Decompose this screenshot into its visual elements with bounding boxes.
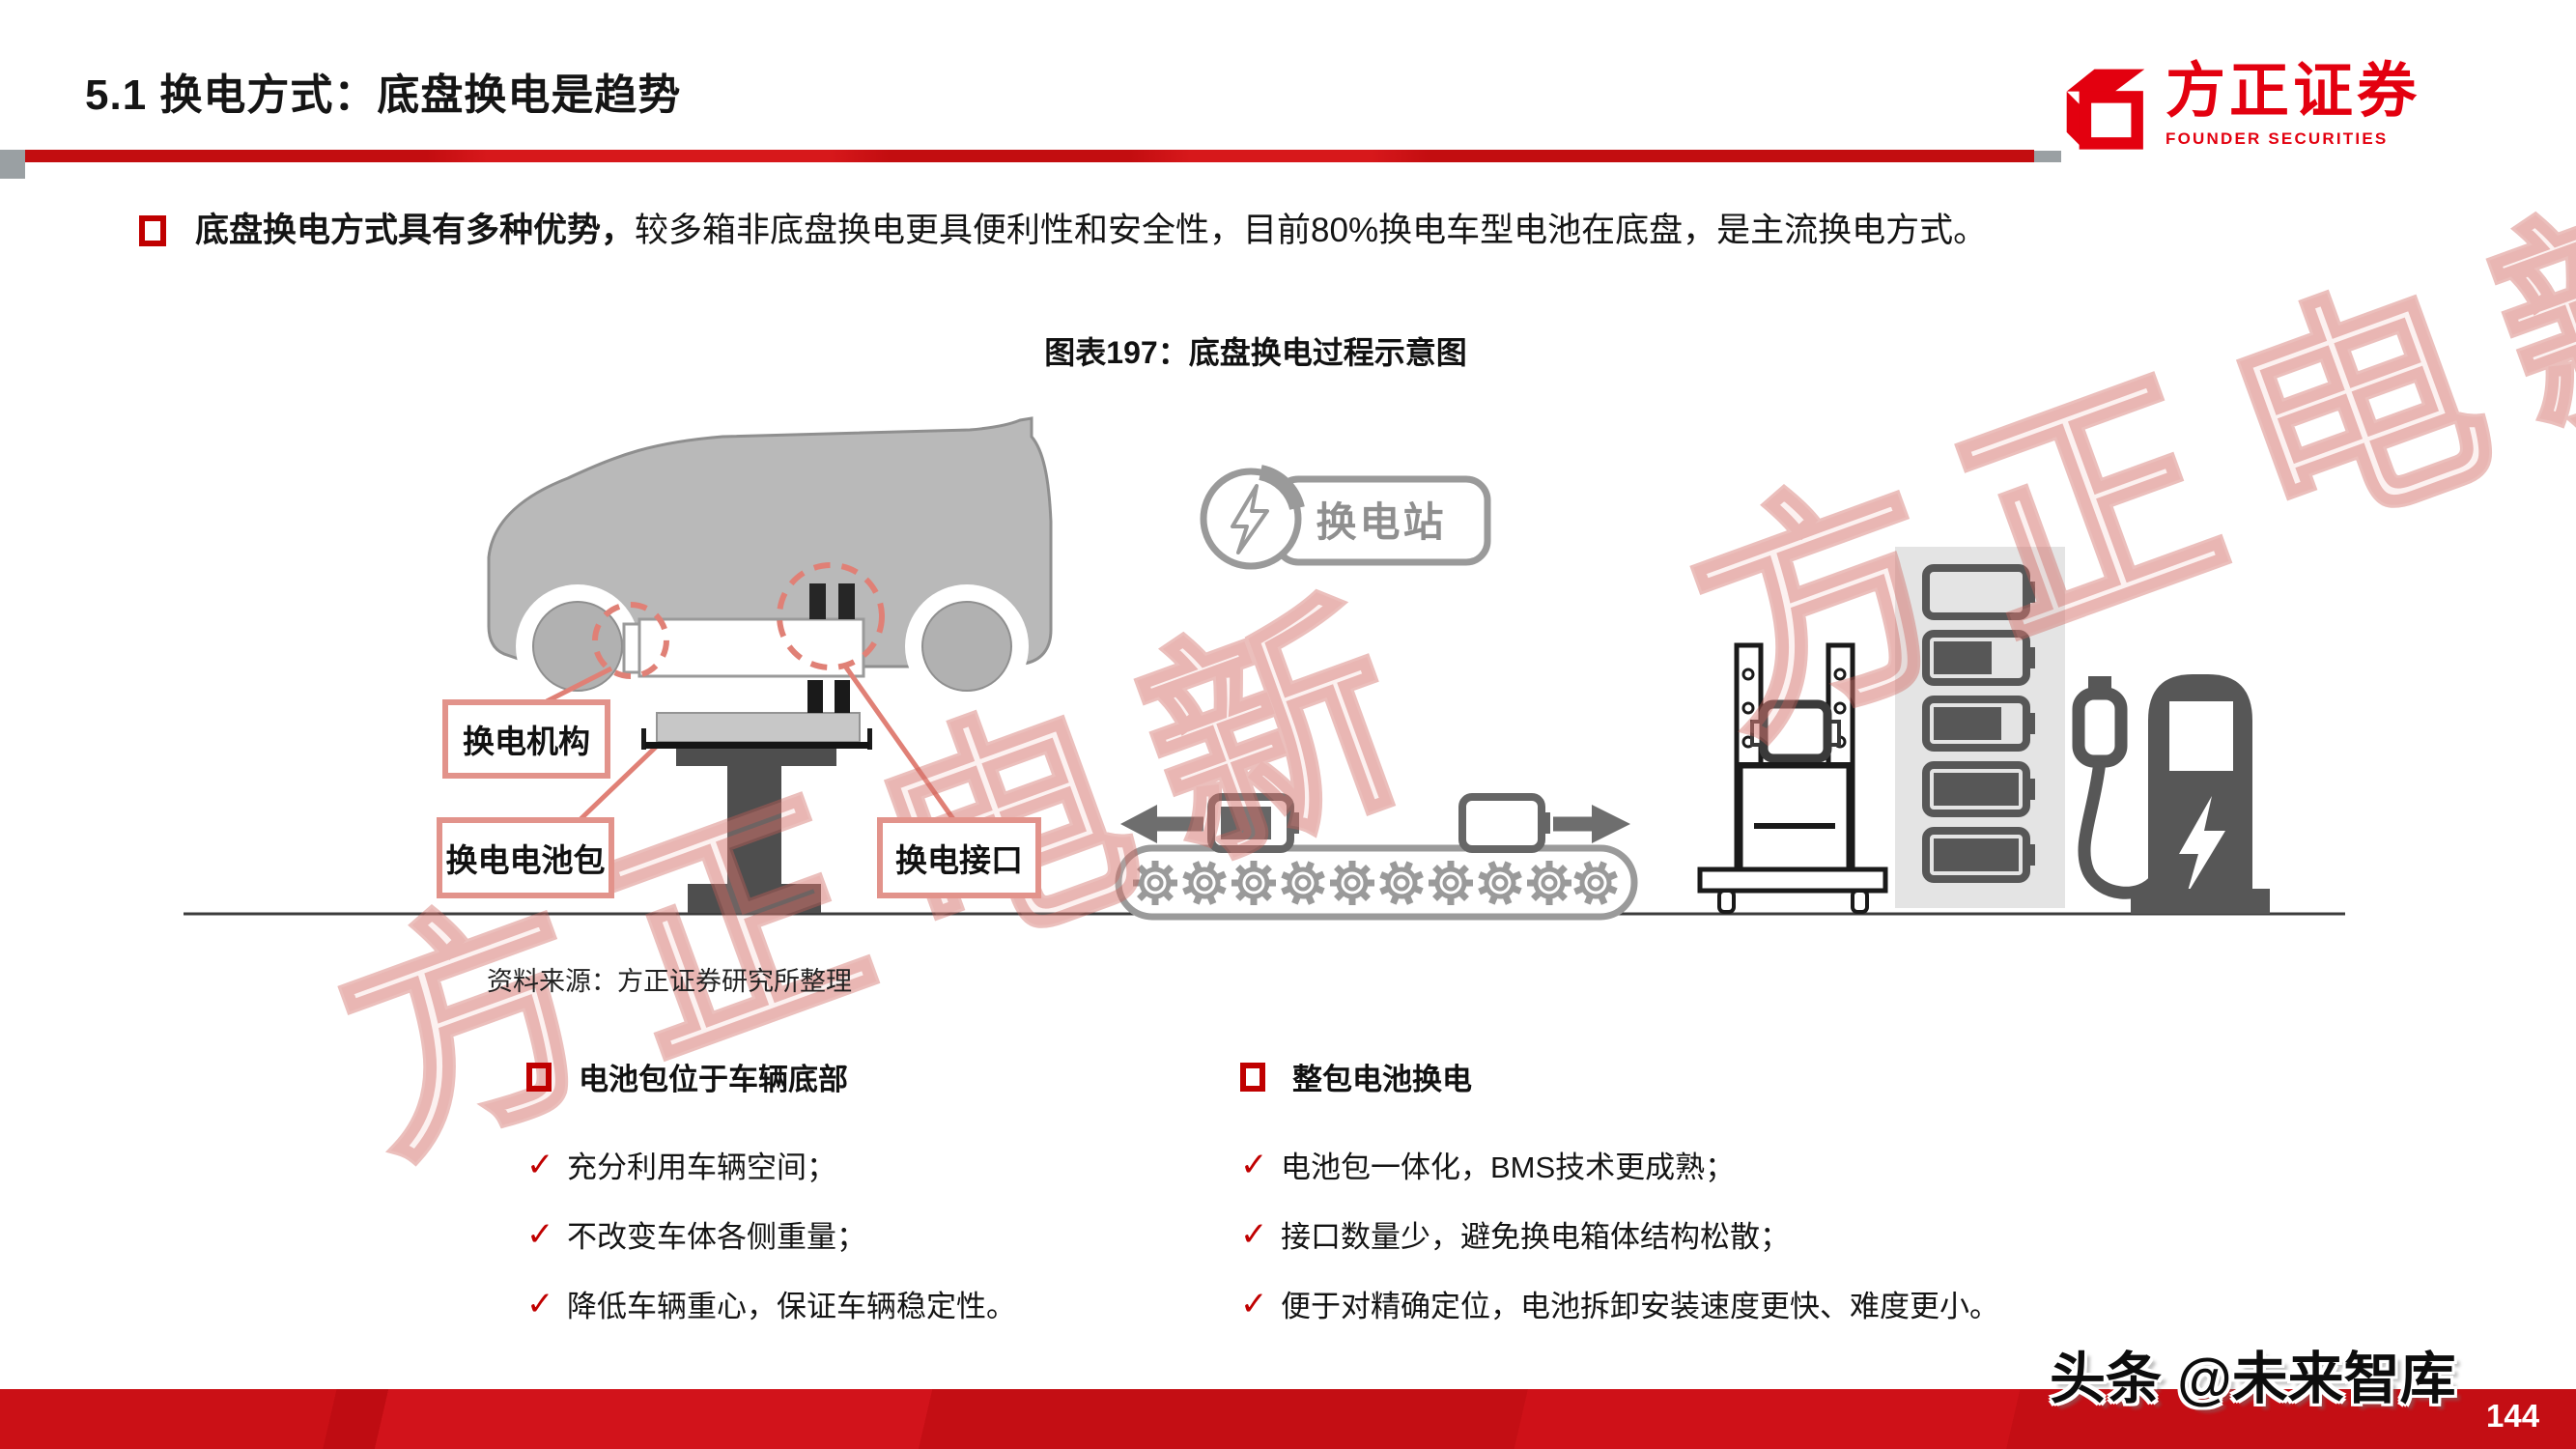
header-divider-left-cap [0, 150, 25, 179]
label-swap-interface: 换电接口 [877, 817, 1041, 898]
charger-nozzle-icon [2072, 687, 2128, 768]
column-heading: 电池包位于车辆底部 [579, 1063, 848, 1096]
list-item: ✓ 充分利用车辆空间； [526, 1146, 836, 1185]
page-title: 5.1 换电方式：底盘换电是趋势 [85, 71, 682, 119]
connector-stud-icon [807, 680, 823, 713]
lightning-bolt-icon [1231, 484, 1269, 554]
column-heading: 整包电池换电 [1292, 1063, 1472, 1096]
battery-storage-rack [1895, 547, 2065, 908]
label-swap-mechanism: 换电机构 [442, 699, 610, 779]
charger-screen [2169, 701, 2233, 771]
list-item: ✓ 降低车辆重心，保证车辆稳定性。 [526, 1285, 1016, 1324]
benefits-column-bottom-mounted: 电池包位于车辆底部 ✓ 充分利用车辆空间； ✓ 不改变车体各侧重量； ✓ 降低车… [526, 1055, 1016, 1351]
header-divider [25, 150, 2034, 162]
hoist-machine [1697, 642, 1888, 914]
logo-en-text: FOUNDER SECURITIES [2166, 129, 2389, 148]
check-icon: ✓ [526, 1146, 554, 1183]
bottom-red-bar [0, 1389, 2576, 1449]
list-item: ✓ 接口数量少，避免换电箱体结构松散； [1240, 1215, 1790, 1255]
lightning-bolt-icon [2179, 796, 2225, 895]
connector-stud-icon [835, 680, 850, 713]
connector-stud-icon [838, 583, 855, 619]
header-divider-right-cap [2034, 151, 2061, 162]
list-item: ✓ 便于对精确定位，电池拆卸安装速度更快、难度更小。 [1240, 1285, 1999, 1324]
highlight-circle-left-icon [592, 602, 669, 679]
red-square-bullet-icon [1240, 1062, 1265, 1092]
list-item: ✓ 不改变车体各侧重量； [526, 1215, 866, 1255]
red-square-bullet-icon [139, 215, 166, 246]
rear-wheel [921, 601, 1012, 692]
swap-station-badge [1200, 465, 1491, 570]
charging-pile [2072, 674, 2270, 914]
label-swap-battery-pack: 换电电池包 [437, 817, 614, 898]
check-icon: ✓ [1240, 1215, 1268, 1253]
figure-source: 资料来源：方正证券研究所整理 [487, 967, 852, 996]
figure-title: 图表197：底盘换电过程示意图 [1044, 335, 1467, 370]
logo-cube-icon [2066, 69, 2145, 150]
stored-battery-icons [1922, 564, 2035, 883]
intro-lead: 底盘换电方式具有多种优势， [195, 212, 636, 249]
list-item: ✓ 电池包一体化，BMS技术更成熟； [1240, 1146, 1736, 1185]
highlight-circle-right-icon [777, 562, 885, 670]
empty-battery-icon [1458, 793, 1545, 853]
intro-statement: 底盘换电方式具有多种优势，较多箱非底盘换电更具便利性和安全性，目前80%换电车型… [195, 209, 2397, 253]
charged-battery-out [1120, 793, 1299, 853]
toutiao-handle-watermark: 头条 @未来智库 [2050, 1348, 2456, 1410]
label-swap-station: 换电站 [1316, 498, 1447, 545]
page-number: 144 [2486, 1398, 2540, 1434]
check-icon: ✓ [526, 1215, 554, 1253]
empty-battery-in [1458, 793, 1630, 853]
swap-battery-pack [656, 712, 861, 743]
intro-rest: 较多箱非底盘换电更具便利性和安全性，目前80%换电车型电池在底盘，是主流换电方式… [635, 212, 1988, 249]
red-square-bullet-icon [526, 1062, 552, 1092]
car-silhouette [487, 416, 1053, 708]
lifted-battery-icon [1759, 699, 1832, 763]
battery-lift-pedestal [641, 680, 872, 913]
front-wheel [532, 601, 623, 692]
check-icon: ✓ [1240, 1285, 1268, 1322]
connector-stud-icon [809, 583, 826, 619]
under-car-battery-pack [622, 583, 865, 678]
conveyor-belt [1115, 844, 1638, 921]
check-icon: ✓ [1240, 1146, 1268, 1183]
founder-securities-logo: 方正证券 FOUNDER SECURITIES [2059, 62, 2420, 151]
check-icon: ✓ [526, 1285, 554, 1322]
benefits-column-whole-pack: 整包电池换电 ✓ 电池包一体化，BMS技术更成熟； ✓ 接口数量少，避免换电箱体… [1240, 1055, 1999, 1351]
logo-cn-text: 方正证券 [2166, 58, 2421, 125]
